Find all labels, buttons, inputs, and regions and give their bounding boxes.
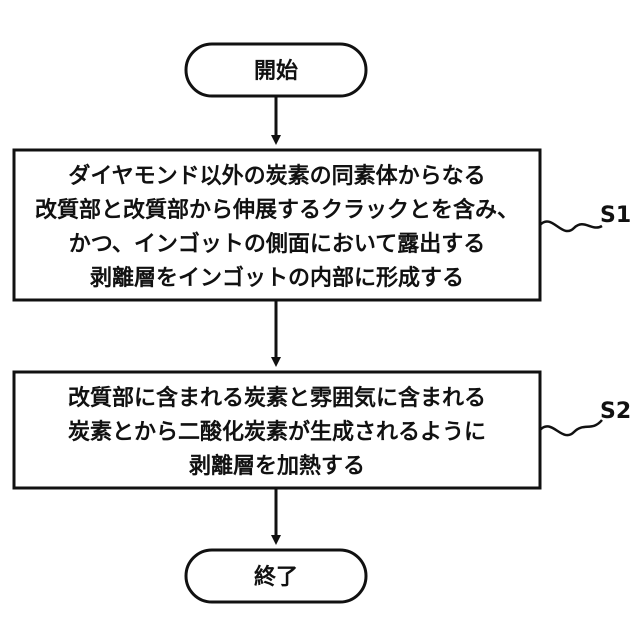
process-s1-line-3: かつ、インゴットの側面において露出する	[69, 231, 485, 257]
process-s2-line-1: 改質部に含まれる炭素と雰囲気に含まれる	[68, 385, 486, 411]
process-s1-line-2: 改質部と改質部から伸展するクラックとを含み、	[35, 197, 519, 223]
s1-label-leader	[540, 221, 602, 231]
process-s1: ダイヤモンド以外の炭素の同素体からなる 改質部と改質部から伸展するクラックとを含…	[14, 150, 540, 300]
process-s2-line-2: 炭素とから二酸化炭素が生成されるように	[68, 419, 486, 445]
end-terminal: 終了	[186, 550, 366, 602]
process-s2: 改質部に含まれる炭素と雰囲気に含まれる 炭素とから二酸化炭素が生成されるように …	[14, 372, 540, 488]
process-s1-line-1: ダイヤモンド以外の炭素の同素体からなる	[68, 163, 485, 189]
start-terminal: 開始	[186, 44, 366, 96]
process-s2-line-3: 剥離層を加熱する	[189, 453, 365, 479]
process-s1-line-4: 剥離層をインゴットの内部に形成する	[90, 265, 464, 291]
start-terminal-label: 開始	[254, 58, 298, 84]
s2-step-label: S2	[600, 399, 631, 424]
end-terminal-label: 終了	[254, 564, 298, 590]
s2-label-leader	[540, 420, 602, 435]
s1-step-label: S1	[600, 203, 631, 228]
